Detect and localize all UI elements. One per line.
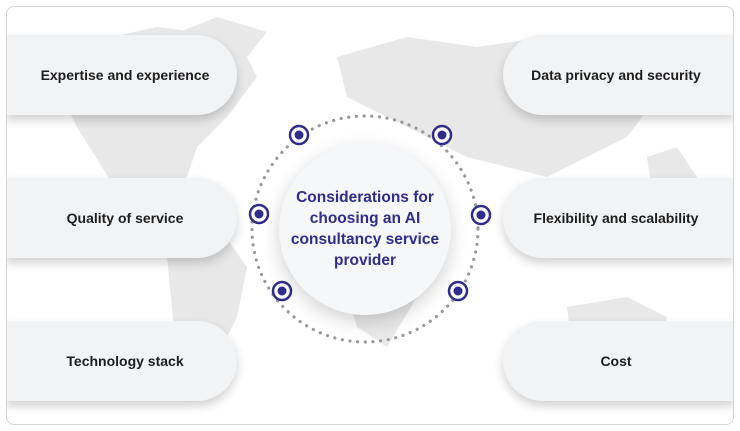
- center-topic-circle: Considerations for choosing an AI consul…: [279, 143, 451, 315]
- consideration-label: Expertise and experience: [40, 67, 210, 83]
- node-marker-icon: [288, 124, 310, 146]
- node-marker-icon: [271, 280, 293, 302]
- consideration-flexibility: Flexibility and scalability: [503, 178, 733, 258]
- dotted-ring: [248, 114, 492, 344]
- consideration-cost: Cost: [503, 321, 733, 401]
- consideration-label: Cost: [600, 353, 632, 369]
- consideration-label: Flexibility and scalability: [533, 210, 699, 226]
- consideration-data-privacy: Data privacy and security: [503, 35, 733, 115]
- node-marker-icon: [248, 203, 270, 225]
- node-markers: [248, 124, 492, 302]
- consideration-label: Quality of service: [66, 210, 184, 226]
- node-marker-icon: [470, 204, 492, 226]
- consideration-quality: Quality of service: [7, 178, 237, 258]
- diagram-frame: Expertise and experience Quality of serv…: [6, 6, 734, 425]
- node-marker-icon: [431, 124, 453, 146]
- consideration-label: Technology stack: [66, 353, 184, 369]
- consideration-label: Data privacy and security: [531, 67, 701, 83]
- center-title: Considerations for choosing an AI consul…: [290, 189, 440, 269]
- consideration-expertise: Expertise and experience: [7, 35, 237, 115]
- node-marker-icon: [447, 280, 469, 302]
- consideration-technology: Technology stack: [7, 321, 237, 401]
